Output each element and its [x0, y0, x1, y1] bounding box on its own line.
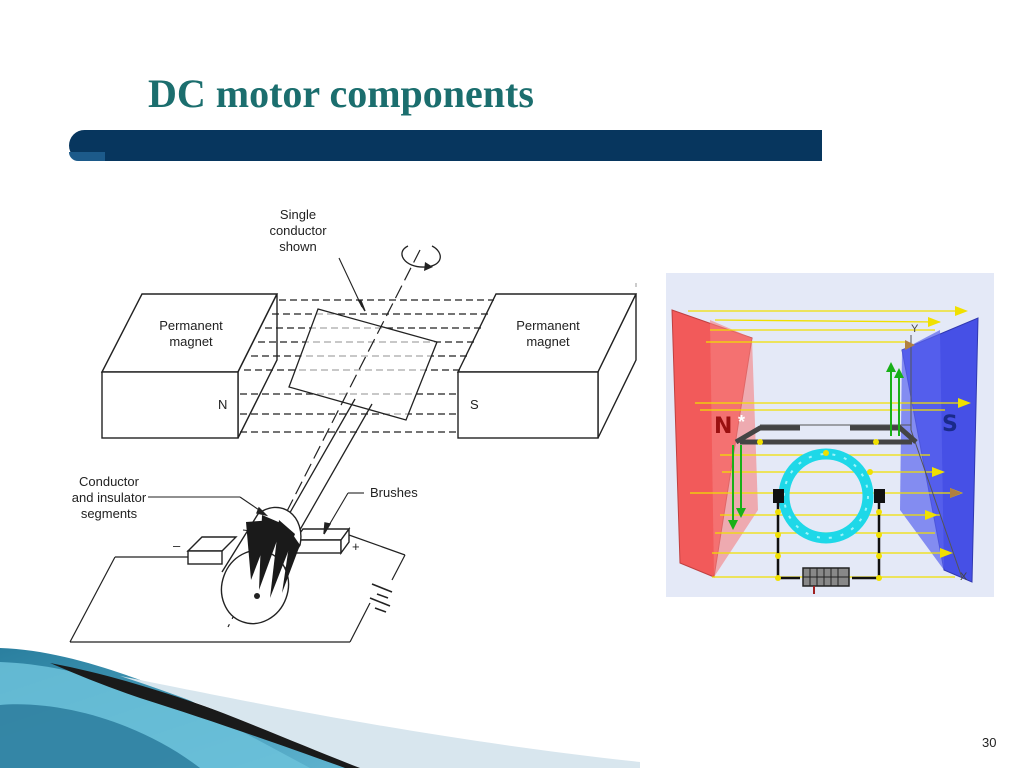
current-arrows — [905, 340, 962, 498]
left-magnet-pole-n: N — [218, 397, 227, 412]
right-magnet-label-2: magnet — [526, 334, 570, 349]
simulation-pole-s: S — [942, 412, 958, 437]
axis-x-label: X — [960, 571, 968, 583]
external-circuit — [69, 534, 406, 643]
circuit-nodes — [757, 439, 882, 581]
page-number: 30 — [982, 735, 997, 750]
magnetic-field-lines — [240, 299, 494, 433]
single-conductor-label-1: Single — [280, 207, 316, 222]
right-magnet-pole-s: S — [470, 397, 479, 412]
right-magnet-label-1: Permanent — [516, 318, 580, 333]
left-magnet-label-1: Permanent — [159, 318, 223, 333]
force-arrowheads — [728, 362, 904, 530]
axis-frame — [760, 335, 963, 579]
commutator-cylinder — [220, 506, 302, 625]
left-magnet-label-2: magnet — [169, 334, 213, 349]
single-conductor-label-2: conductor — [269, 223, 327, 238]
minus-terminal-label: – — [173, 538, 181, 553]
brushes-label: Brushes — [370, 485, 418, 500]
battery-block — [802, 567, 850, 587]
conductor-loop — [279, 308, 438, 536]
title-underline-bar — [69, 130, 822, 161]
brushes-plates — [186, 526, 351, 565]
battery-icon — [369, 583, 393, 613]
slide-title: DC motor components — [148, 71, 534, 116]
single-conductor-label-3: shown — [279, 239, 317, 254]
force-arrows — [732, 366, 900, 525]
plus-terminal-label: + — [352, 539, 360, 554]
title-underline-bar-shade — [69, 152, 105, 161]
left-permanent-magnet — [100, 293, 279, 439]
conductor-segments-label-2: and insulator — [72, 490, 147, 505]
star-icon: * — [738, 412, 745, 432]
conductor-segments-label-3: segments — [81, 506, 138, 521]
simulation-pole-n: N — [714, 414, 732, 439]
axis-y-label: Y — [911, 323, 919, 335]
right-permanent-magnet — [456, 293, 638, 439]
conductor-segments-label-1: Conductor — [79, 474, 140, 489]
